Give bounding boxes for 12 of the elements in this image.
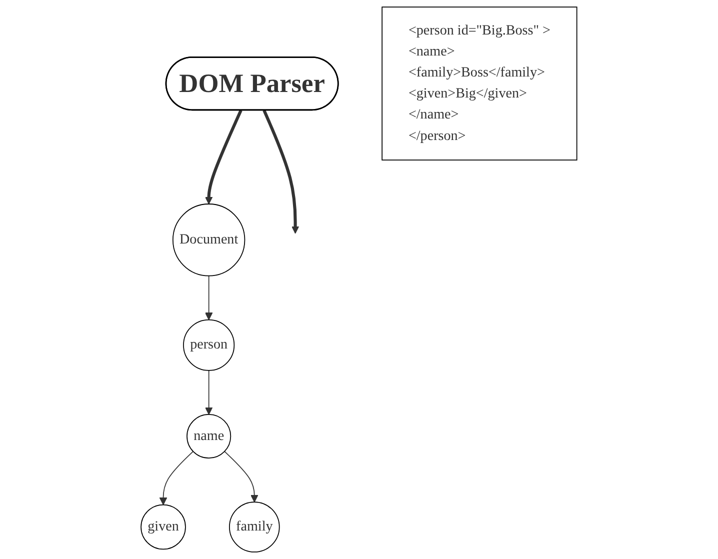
arrow [205, 275, 213, 320]
arrow [224, 450, 258, 502]
arrow [205, 370, 213, 415]
arrow [262, 110, 300, 234]
node-circle: family [229, 502, 280, 552]
node-circle: name [186, 414, 232, 459]
arrow [159, 450, 194, 506]
node-circle: given [140, 504, 186, 550]
node-circle: Document [172, 204, 246, 276]
arrow [205, 110, 242, 204]
node-circle: person [183, 319, 235, 371]
node-box: <person id="Big.Boss" > <name> <family>Boss</family> <given>Big</given> </name> </person> [382, 6, 578, 160]
